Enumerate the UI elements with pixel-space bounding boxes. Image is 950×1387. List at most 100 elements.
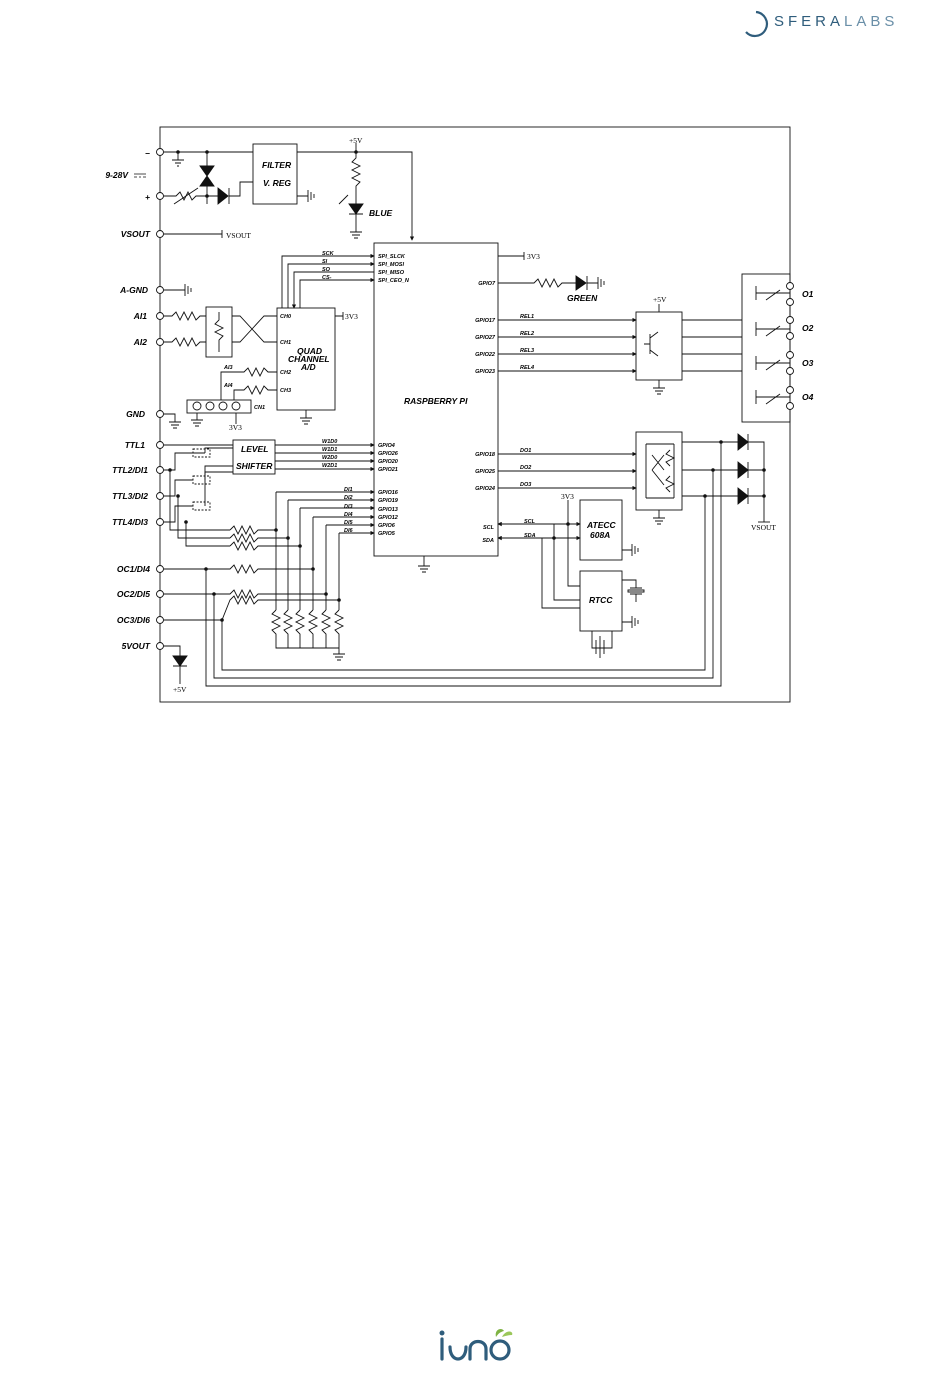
rpi-gpio26: GPIO26 [378, 451, 399, 457]
raspberry-pi-block [373, 242, 499, 557]
sig-cs: CS- [322, 275, 332, 281]
pin-vsout: VSOUT [121, 229, 151, 239]
atecc-label-2: 608A [590, 530, 610, 540]
rpi-spi-miso: SPI_MISO [378, 270, 405, 276]
digital-outputs [498, 431, 770, 525]
atecc-label: ATECC [586, 520, 617, 530]
sig-do3: DO3 [520, 482, 531, 488]
pin-oc3: OC3/DI6 [117, 615, 150, 625]
sig-do1: DO1 [520, 448, 531, 454]
atecc-block [579, 499, 623, 561]
ttl-inputs [164, 439, 375, 621]
enclosure-frame [159, 126, 791, 703]
sig-di6: DI6 [344, 528, 354, 534]
rpi-gpio12: GPIO12 [378, 515, 398, 521]
raspberry-pi-label: RASPBERRY PI [404, 396, 468, 406]
analog-inputs [164, 306, 344, 427]
di-bus [270, 492, 374, 661]
rpi-gpio4: GPIO4 [378, 443, 395, 449]
rpi-gpio22: GPIO22 [475, 352, 495, 358]
adc-ch1: CH1 [280, 340, 291, 346]
sig-ai3: AI3 [223, 365, 233, 371]
pin-ttl1: TTL1 [125, 440, 146, 450]
rpi-gpio21: GPIO21 [378, 467, 398, 473]
sig-scl: SCL [524, 519, 536, 525]
adc-ch0: CH0 [280, 314, 291, 320]
sig-w1d0: W1D0 [322, 439, 337, 445]
sig-rel4: REL4 [520, 365, 534, 371]
adc-title-1: QUAD [297, 346, 322, 356]
block-diagram: – 9-28V + VSOUT A-GND AI1 AI2 GND TTL1 T… [105, 126, 814, 703]
left-pin-labels: – 9-28V + VSOUT A-GND AI1 AI2 GND TTL1 T… [105, 148, 150, 651]
rtcc-label: RTCC [589, 595, 613, 605]
level-shifter-block [232, 439, 276, 475]
sig-ai4: AI4 [223, 383, 233, 389]
pin-o3: O3 [802, 358, 814, 368]
label-plus5v-bottom: +5V [173, 685, 187, 694]
sig-w2d1: W2D1 [322, 463, 337, 469]
rpi-gpio27: GPIO27 [475, 335, 496, 341]
pin-gnd: GND [126, 409, 145, 419]
sig-sck: SCK [322, 251, 335, 257]
pin-o1: O1 [802, 289, 814, 299]
shifter-label: SHIFTER [236, 461, 273, 471]
adc-ch3: CH3 [280, 388, 291, 394]
relay-bank [741, 273, 791, 423]
relay-driver [498, 273, 794, 423]
pin-ttl4: TTL4/DI3 [112, 517, 148, 527]
rpi-gpio24: GPIO24 [475, 486, 495, 492]
adc-3v3: 3V3 [345, 312, 358, 321]
iono-logo-icon [439, 1329, 513, 1361]
power-input [164, 143, 415, 241]
filter-vreg-block [252, 143, 298, 205]
left-terminals [156, 148, 164, 650]
rpi-gpio5: GPIO5 [378, 531, 396, 537]
oc-return-lines [164, 442, 722, 687]
rpi-scl: SCL [483, 525, 495, 531]
rpi-gpio19: GPIO19 [378, 498, 399, 504]
sig-di4: DI4 [344, 512, 353, 518]
sig-rel3: REL3 [520, 348, 534, 354]
cn1-3v3: 3V3 [229, 423, 242, 432]
pin-ttl2: TTL2/DI1 [112, 465, 148, 475]
rpi-3v3: 3V3 [527, 252, 540, 261]
sig-di1: DI1 [344, 487, 353, 493]
sig-rel2: REL2 [520, 331, 534, 337]
rpi-spi-ceo: SPI_CEO_N [378, 278, 410, 284]
status-led-green [498, 275, 605, 291]
sig-rel1: REL1 [520, 314, 534, 320]
sig-so: SO [322, 267, 331, 273]
level-label: LEVEL [241, 444, 268, 454]
sig-si: SI [322, 259, 328, 265]
sig-do2: DO2 [520, 465, 531, 471]
adc-title-2: CHANNEL [288, 354, 330, 364]
sig-w1d1: W1D1 [322, 447, 337, 453]
pin-ai1: AI1 [133, 311, 148, 321]
label-vsout-tag: VSOUT [226, 231, 251, 240]
vreg-label: V. REG [263, 178, 291, 188]
i2c-3v3: 3V3 [561, 492, 574, 501]
pin-oc2: OC2/DI5 [117, 589, 150, 599]
rtcc-block [579, 570, 623, 632]
rpi-sda: SDA [482, 538, 494, 544]
relay-driver-block [635, 311, 683, 381]
rpi-gpio16: GPIO16 [378, 490, 399, 496]
adc-ch2: CH2 [280, 370, 291, 376]
green-led-label: GREEN [567, 293, 598, 303]
rpi-gpio6: GPIO6 [378, 523, 396, 529]
pin-5vout: 5VOUT [122, 641, 151, 651]
connector-cn1: CN1 [254, 405, 265, 411]
rpi-spi-slck: SPI_SLCK [378, 254, 406, 260]
sig-di2: DI2 [344, 495, 353, 501]
rpi-gpio18: GPIO18 [475, 452, 496, 458]
relay-plus5v: +5V [653, 295, 667, 304]
pin-o2: O2 [802, 323, 814, 333]
sig-sda: SDA [524, 533, 536, 539]
pin-oc1: OC1/DI4 [117, 564, 150, 574]
pin-agnd: A-GND [119, 285, 148, 295]
pin-ai2: AI2 [133, 337, 148, 347]
label-plus5v: +5V [349, 136, 363, 145]
rpi-gpio7: GPIO7 [478, 281, 496, 287]
rpi-gpio23: GPIO23 [475, 369, 495, 375]
rpi-gpio13: GPIO13 [378, 507, 398, 513]
